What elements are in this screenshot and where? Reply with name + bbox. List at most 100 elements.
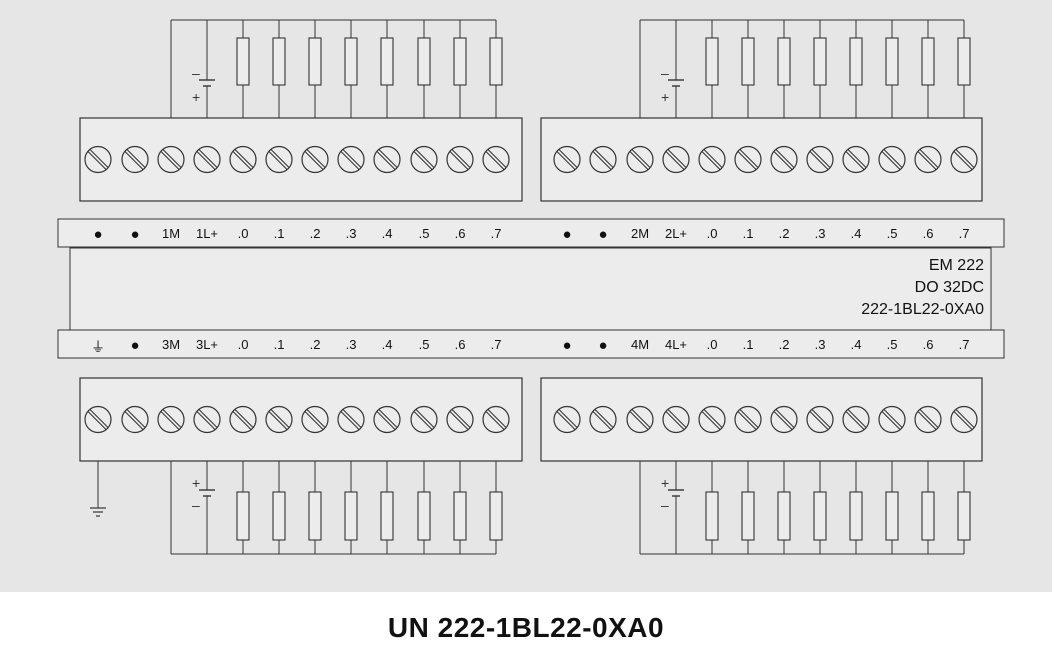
terminal-screw [878, 145, 906, 174]
terminal-screw [878, 405, 906, 434]
screw-slot [917, 411, 937, 430]
load-resistor [921, 491, 935, 541]
bottom-terminal-label: ● [562, 337, 572, 354]
terminal-screw [84, 145, 112, 174]
screw-slot [234, 409, 254, 428]
top-terminal-label: .1 [742, 226, 754, 241]
load-resistor [957, 37, 971, 86]
screw-slot [594, 149, 614, 168]
load-resistor [849, 491, 863, 541]
screw-slot [881, 411, 901, 430]
terminal-screw [842, 145, 870, 174]
terminal-screw [770, 405, 798, 434]
terminal-screw [734, 405, 762, 434]
screw-slot [198, 149, 218, 168]
plus-sign: + [192, 89, 200, 105]
screw-slot [594, 409, 614, 428]
terminal-screw [482, 145, 510, 174]
screw-slot [883, 409, 903, 428]
screw-slot [413, 151, 433, 170]
screw-slot [955, 149, 975, 168]
screw-slot [376, 411, 396, 430]
terminal-screw [842, 405, 870, 434]
screw-slot [487, 409, 507, 428]
terminal-screw [410, 405, 438, 434]
screw-slot [342, 409, 362, 428]
load-resistor [885, 491, 899, 541]
screw-slot [811, 149, 831, 168]
terminal-screw [229, 405, 257, 434]
screw-slot [883, 149, 903, 168]
screw-slot [953, 151, 973, 170]
screw-slot [485, 411, 505, 430]
terminal-screw [553, 405, 581, 434]
terminal-screw [410, 145, 438, 174]
terminal-screw [589, 405, 617, 434]
top-terminal-label: .2 [309, 226, 321, 241]
screw-slot [629, 151, 649, 170]
minus-sign: – [661, 497, 669, 513]
terminal-screw [482, 405, 510, 434]
top-terminal-label: .7 [958, 226, 970, 241]
screw-slot [809, 411, 829, 430]
screw-slot [160, 151, 180, 170]
load-resistor [453, 37, 467, 86]
screw-slot [376, 151, 396, 170]
terminal-screw [265, 405, 293, 434]
bottom-terminal-label: 4L+ [664, 337, 688, 352]
terminal-screw [84, 405, 112, 434]
top-terminal-label: .3 [814, 226, 826, 241]
screw-slot [162, 409, 182, 428]
screw-slot [665, 411, 685, 430]
screw-slot [162, 149, 182, 168]
load-resistor [344, 37, 358, 86]
bottom-terminal-label: .2 [778, 337, 790, 352]
bottom-terminal-label: .4 [381, 337, 393, 352]
top-terminal-label: .4 [381, 226, 393, 241]
minus-sign: – [661, 65, 669, 81]
top-terminal-label: .5 [418, 226, 430, 241]
plus-sign: + [661, 475, 669, 491]
top-terminal-label: ● [562, 226, 572, 243]
screw-slot [556, 411, 576, 430]
terminal-screw [806, 145, 834, 174]
screw-slot [413, 411, 433, 430]
terminal-screw [626, 145, 654, 174]
screw-slot [342, 149, 362, 168]
screw-slot [919, 149, 939, 168]
terminal-screw [193, 145, 221, 174]
bottom-terminal-label: .3 [345, 337, 357, 352]
load-resistor [813, 491, 827, 541]
terminal-screw [446, 405, 474, 434]
screw-slot [701, 151, 721, 170]
screw-slot [87, 151, 107, 170]
bottom-terminal-label: .0 [706, 337, 718, 352]
screw-slot [845, 411, 865, 430]
terminal-screw [301, 145, 329, 174]
bottom-terminal-label: .7 [958, 337, 970, 352]
screw-slot [629, 411, 649, 430]
terminal-screw [589, 145, 617, 174]
screw-slot [126, 149, 146, 168]
screw-slot [378, 409, 398, 428]
bottom-terminal-label: ● [598, 337, 608, 354]
load-resistor [705, 37, 719, 86]
screw-slot [558, 409, 578, 428]
screw-slot [485, 151, 505, 170]
screw-slot [89, 409, 109, 428]
screw-slot [160, 411, 180, 430]
screw-slot [198, 409, 218, 428]
screw-slot [773, 411, 793, 430]
load-resistor [417, 37, 431, 86]
bottom-terminal-label: .4 [850, 337, 862, 352]
load-resistor [272, 491, 286, 541]
screw-slot [845, 151, 865, 170]
screw-slot [773, 151, 793, 170]
bottom-terminal-label: .3 [814, 337, 826, 352]
terminal-screw [373, 405, 401, 434]
terminal-screw [229, 145, 257, 174]
screw-slot [667, 409, 687, 428]
terminal-screw [301, 405, 329, 434]
bottom-terminal-label: 4M [630, 337, 650, 352]
screw-slot [737, 151, 757, 170]
